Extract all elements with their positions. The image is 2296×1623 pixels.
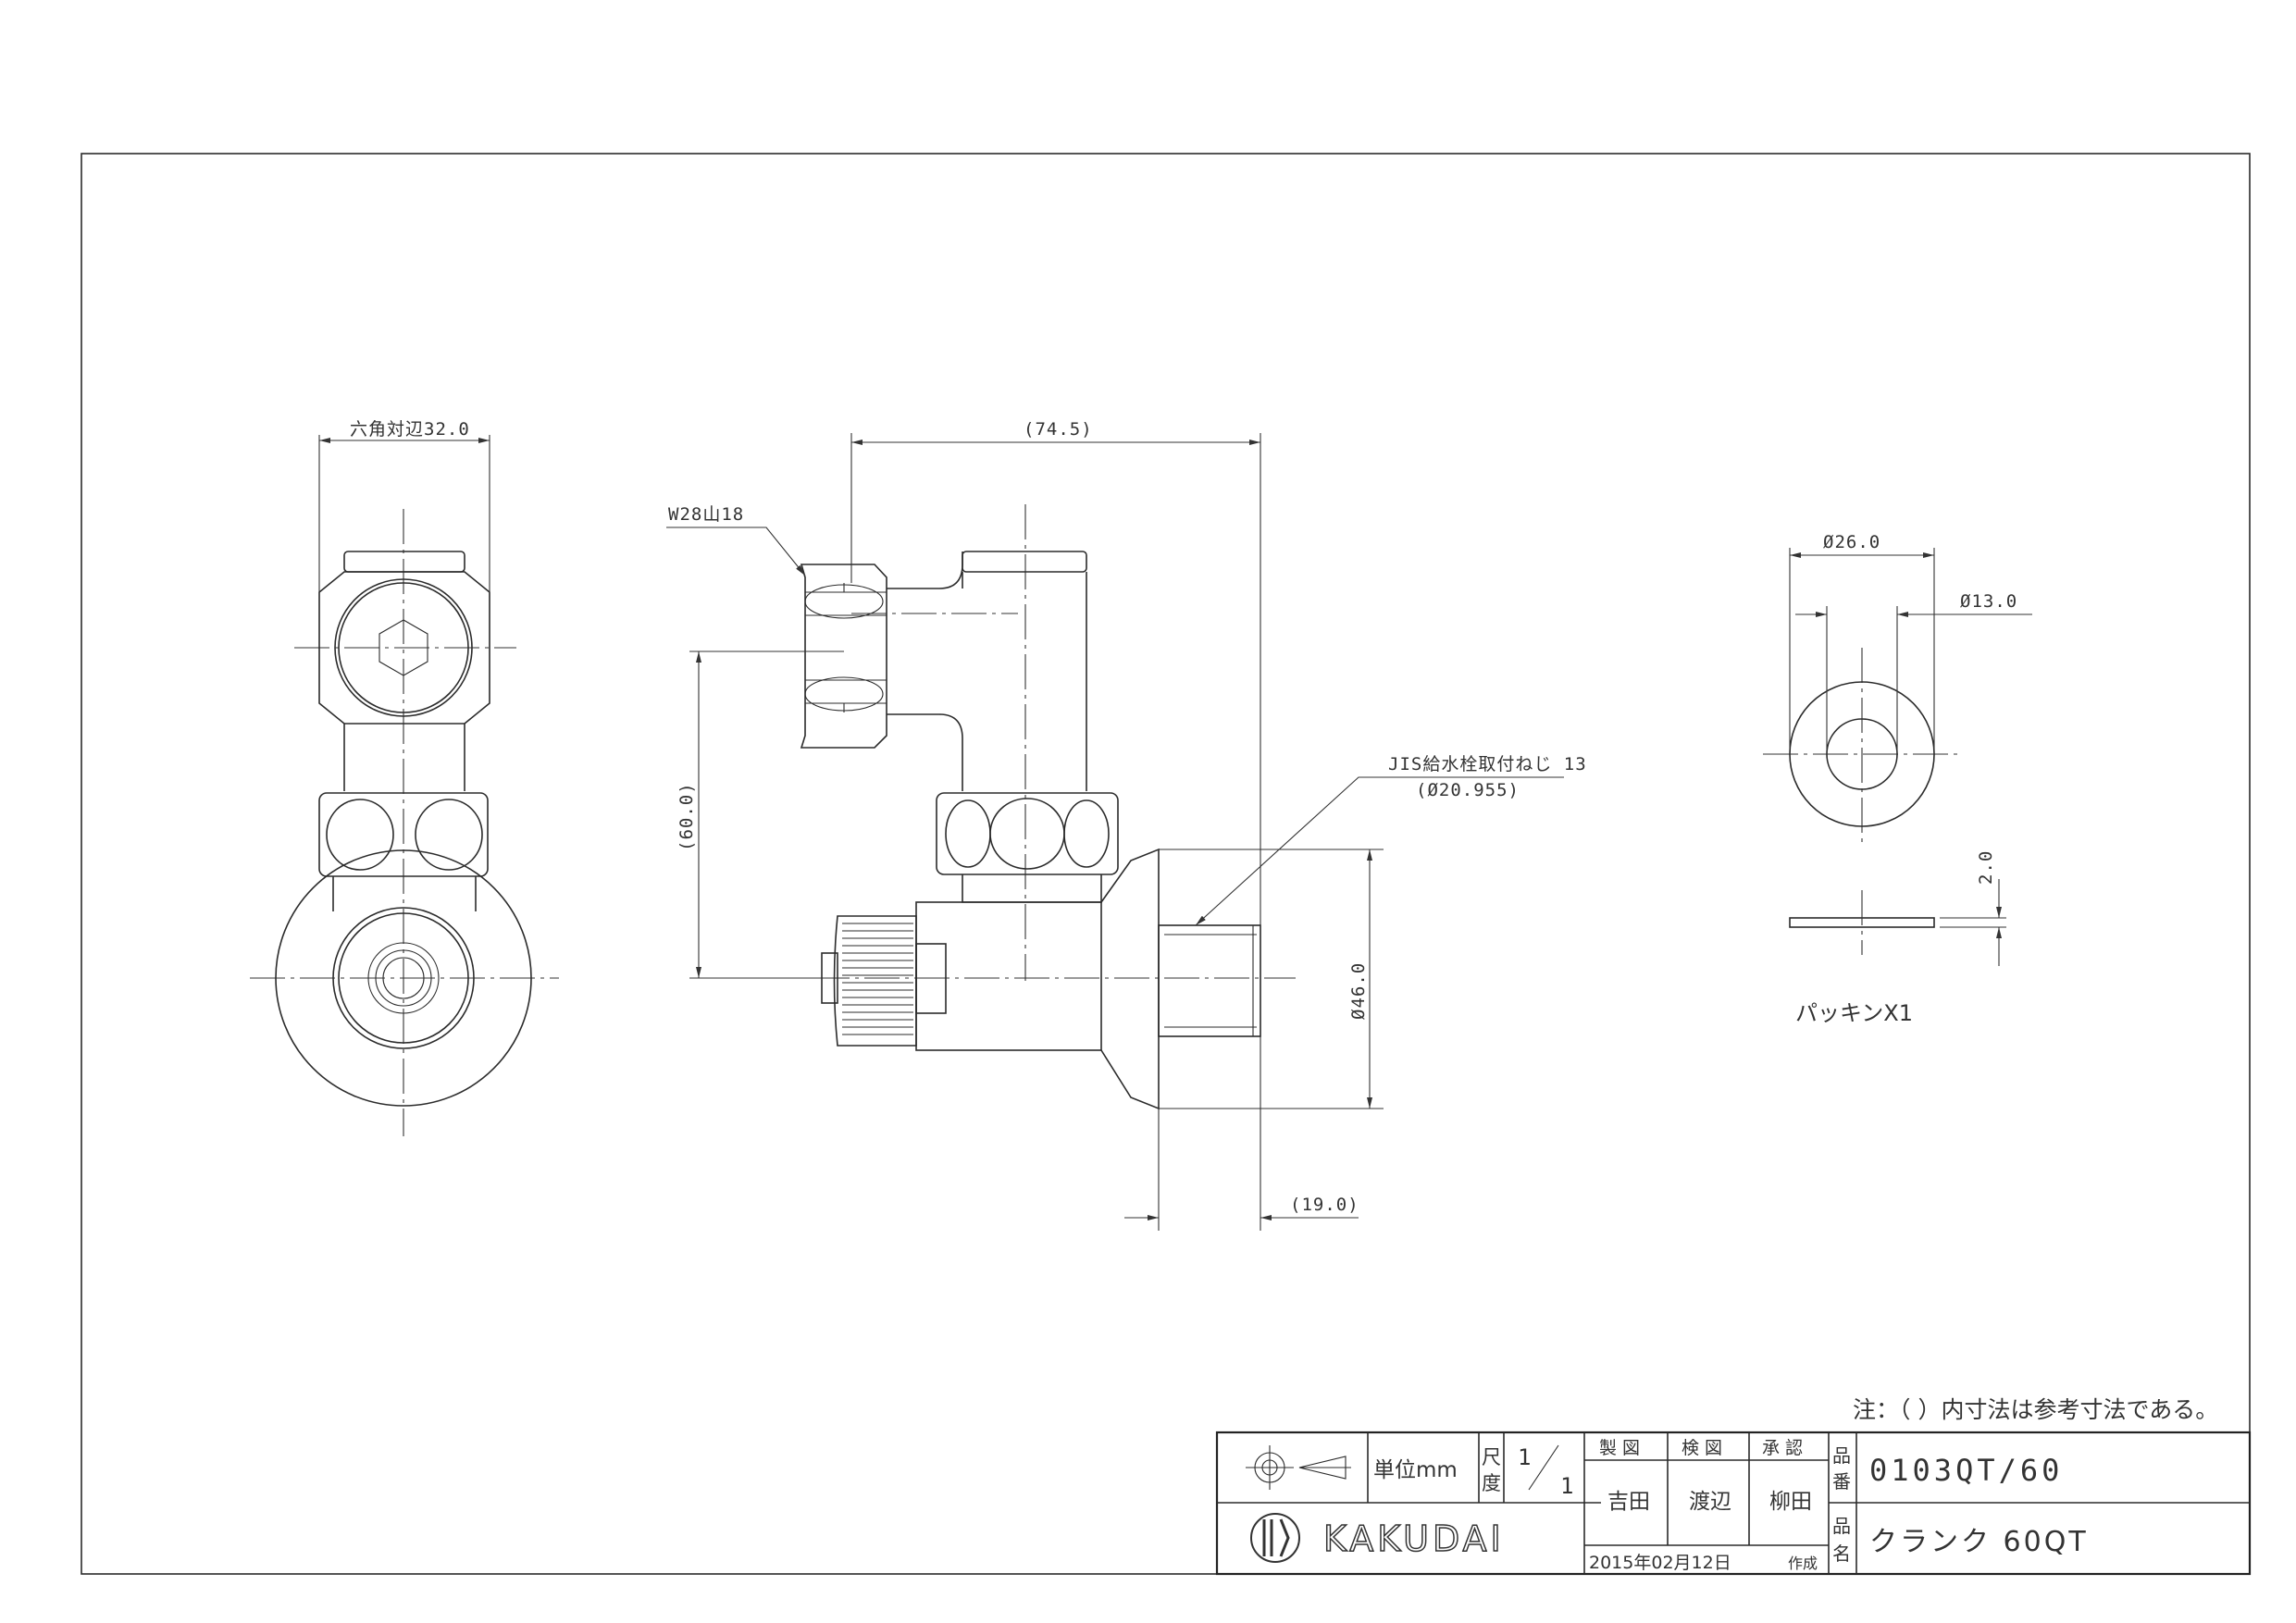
scale-label-1: 尺	[1482, 1446, 1501, 1468]
packing-view	[1763, 548, 2032, 966]
kakudai-logo: KAKUDAI	[1250, 1513, 1505, 1563]
packing-outer-dia-label: Ø26.0	[1823, 532, 1880, 552]
scale-label-2: 度	[1482, 1472, 1501, 1494]
created-date: 2015年02月12日	[1589, 1553, 1731, 1573]
kakudai-wordmark: KAKUDAI	[1323, 1518, 1505, 1559]
sheet-border	[81, 153, 2251, 1575]
packing-inner-dia-label: Ø13.0	[1960, 591, 2017, 612]
thread-note-label: JIS給水栓取付ねじ 13	[1388, 754, 1587, 774]
scale-numerator: 1	[1518, 1444, 1531, 1470]
packing-thickness-label: 2.0	[1976, 850, 1996, 885]
part-no-label-2: 番	[1832, 1470, 1851, 1493]
part-no-label-1: 品	[1832, 1444, 1851, 1467]
unit-label: 単位mm	[1373, 1458, 1458, 1482]
part-name-label-1: 品	[1832, 1515, 1851, 1537]
nut-spec-label: W28山18	[668, 504, 744, 525]
drawn-header: 製 図	[1599, 1438, 1640, 1458]
created-label: 作成	[1788, 1555, 1818, 1572]
packing-caption: パッキンX1	[1795, 1000, 1913, 1026]
thread-dia-label: (Ø20.955)	[1416, 780, 1520, 800]
part-name-label-2: 名	[1832, 1542, 1851, 1565]
flange-dia-label: Ø46.0	[1348, 962, 1369, 1020]
part-name: クランク 60QT	[1869, 1526, 2089, 1558]
approved-by: 柳田	[1769, 1490, 1812, 1514]
front-view	[250, 435, 559, 1136]
dimension-note: 注：（ ）内寸法は参考寸法である。	[1853, 1396, 2218, 1423]
overall-width-label: (74.5)	[1024, 419, 1093, 440]
height-label: (60.0)	[676, 782, 697, 851]
depth-label: (19.0)	[1290, 1195, 1359, 1215]
scale-denominator: 1	[1560, 1473, 1573, 1499]
approved-header: 承 認	[1762, 1438, 1803, 1458]
part-number: 0103QT/60	[1869, 1453, 2063, 1488]
side-view	[666, 433, 1564, 1231]
hex-dimension-label: 六角対辺32.0	[350, 419, 470, 440]
title-block	[1215, 1431, 2252, 1576]
checked-header: 検 図	[1682, 1438, 1722, 1458]
drawn-by: 吉田	[1607, 1490, 1650, 1514]
checked-by: 渡辺	[1689, 1490, 1731, 1514]
